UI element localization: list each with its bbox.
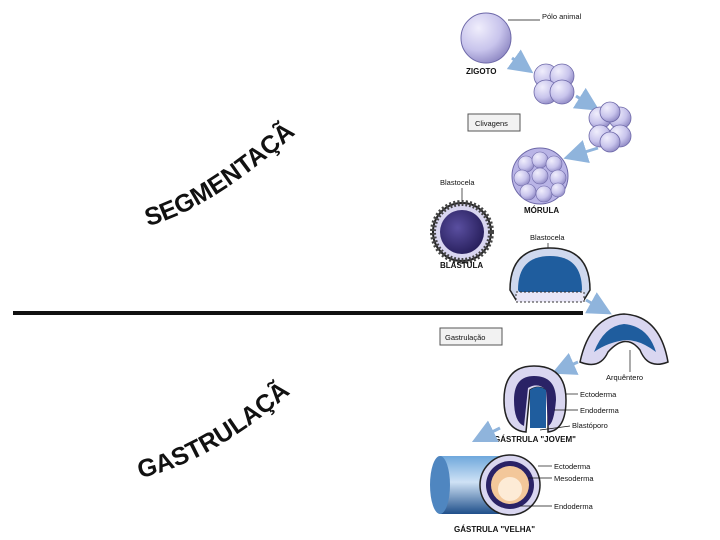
label-ectoderma-1: Ectoderma [580,390,617,399]
arrow-2 [572,87,600,111]
label-gastrulacao: Gastrulação [445,333,485,342]
label-morula: MÓRULA [524,206,559,215]
label-mesoderma: Mesoderma [554,474,594,483]
label-gastrula-velha: GÁSTRULA "VELHA" [454,525,535,534]
morula [511,147,569,205]
divider-line [13,311,583,315]
arrow-4 [585,292,612,315]
invaginating-embryo [579,313,669,366]
young-gastrula [503,365,567,433]
label-ectoderma-2: Ectoderma [554,462,591,471]
label-zigoto: ZIGOTO [466,67,497,76]
label-blastoporo: Blastóporo [572,421,608,430]
arrow-5 [551,352,579,375]
label-endoderma-1: Endoderma [580,406,620,415]
arrow-3 [563,140,599,164]
label-blastocela-2: Blastocela [530,233,565,242]
label-clivagens: Clivagens [475,119,508,128]
old-gastrula [430,454,541,516]
label-arquentero: Arquêntero [606,373,643,382]
eight-cell-embryo [588,101,632,153]
gastrulacao-box [439,327,503,346]
clivagens-box [467,113,521,132]
label-blastula: BLÁSTULA [440,261,483,270]
label-polo-animal: Pólo animal [542,12,582,21]
leader-blastoporo [539,425,571,431]
label-gastrula-jovem: GÁSTRULA "JOVEM" [494,435,576,444]
four-cell-embryo [533,63,575,105]
blastula [430,200,494,264]
arrow-6 [471,420,501,443]
label-endoderma-2: Endoderma [554,502,594,511]
label-blastocela-1: Blastocela [440,178,475,187]
blastula-section [509,247,591,303]
zygote [460,12,512,64]
arrow-1 [506,49,534,74]
